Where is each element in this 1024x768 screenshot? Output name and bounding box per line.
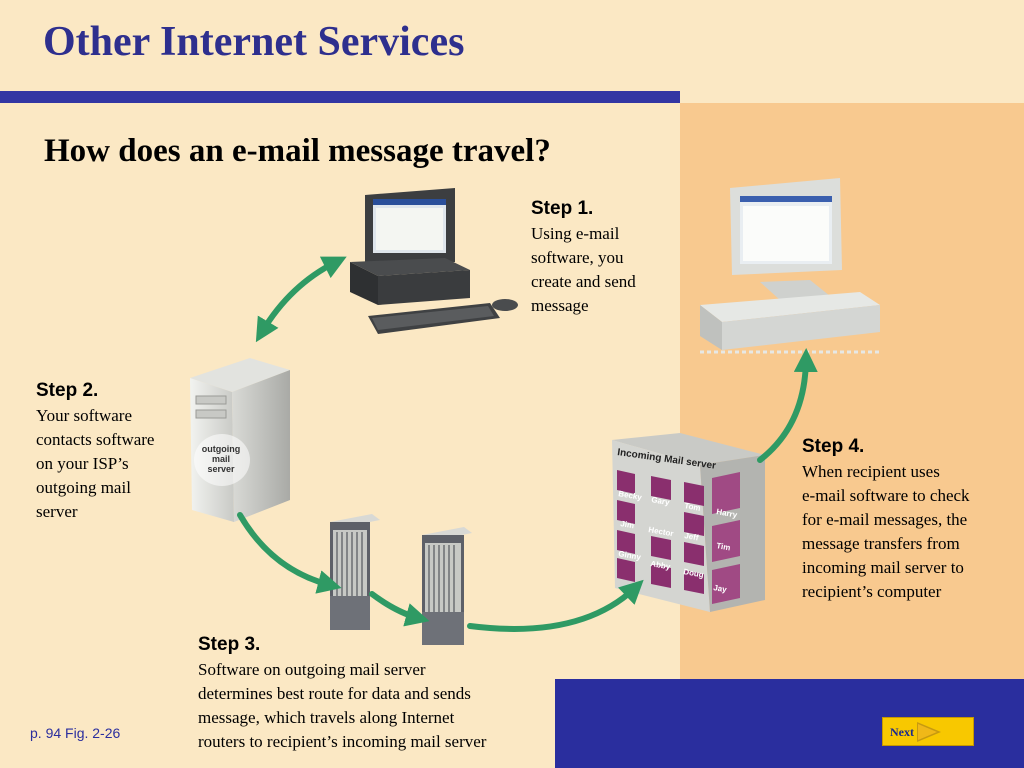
next-arrow-icon — [917, 722, 941, 742]
mailbox-name: Tim — [716, 541, 731, 552]
slide-title: Other Internet Services — [43, 19, 465, 65]
step-2-body: Your software contacts software on your … — [36, 406, 155, 521]
next-button-label: Next — [890, 725, 914, 739]
figure-caption: p. 94 Fig. 2-26 — [30, 725, 121, 741]
flow-arrows — [237, 256, 818, 632]
mailbox-name: Abby — [650, 559, 672, 571]
step-3-text: Step 3. Software on outgoing mail server… — [198, 632, 486, 754]
sender-computer-icon — [350, 188, 518, 334]
step-1-heading: Step 1. — [531, 198, 594, 219]
arrow-router-to-router — [369, 591, 430, 627]
step-4-heading: Step 4. — [802, 436, 865, 457]
arrow-server-to-router — [237, 512, 342, 594]
mailbox-name: Gary — [651, 495, 671, 507]
server-label-line1: outgoing — [202, 444, 240, 454]
mailbox-name: Ginny — [618, 549, 642, 562]
next-button[interactable]: Next — [882, 717, 974, 746]
step-3-heading: Step 3. — [198, 634, 261, 655]
mailbox-name: Doug — [683, 567, 705, 579]
mailbox-name: Becky — [618, 489, 643, 502]
step-4-text: Step 4. When recipient uses e-mail softw… — [802, 434, 970, 604]
title-rule — [0, 91, 680, 103]
arrow-computer-to-server — [255, 256, 347, 343]
server-label-line2: mail — [212, 454, 230, 464]
mailbox-slots — [617, 470, 740, 604]
step-2-text: Step 2. Your software contacts software … — [36, 378, 154, 524]
step-4-body: When recipient uses e-mail software to c… — [802, 462, 970, 601]
incoming-mail-server-icon: Incoming Mail server Becky Gary Tom Harr… — [612, 433, 765, 612]
mailbox-name: Jeff — [684, 531, 700, 542]
router-icon — [330, 514, 380, 630]
step-3-body: Software on outgoing mail server determi… — [198, 660, 487, 751]
step-1-body: Using e-mail software, you create and se… — [531, 224, 636, 315]
arrow-mailserver-to-recipient — [757, 348, 818, 463]
server-label-line3: server — [207, 464, 235, 474]
mailbox-name: Tom — [684, 501, 702, 513]
outgoing-server-icon — [190, 358, 290, 522]
mailbox-name: Jim — [620, 519, 635, 530]
mailbox-name: Jay — [713, 583, 728, 594]
arrow-router-to-mailserver — [467, 579, 644, 632]
step-2-heading: Step 2. — [36, 380, 99, 401]
router-icon — [422, 527, 472, 645]
step-1-text: Step 1. Using e-mail software, you creat… — [531, 196, 636, 318]
mailbox-name: Hector — [648, 525, 675, 538]
slide-subtitle: How does an e-mail message travel? — [44, 133, 551, 169]
mailbox-name: Harry — [716, 507, 739, 520]
recipient-computer-icon — [700, 178, 880, 354]
